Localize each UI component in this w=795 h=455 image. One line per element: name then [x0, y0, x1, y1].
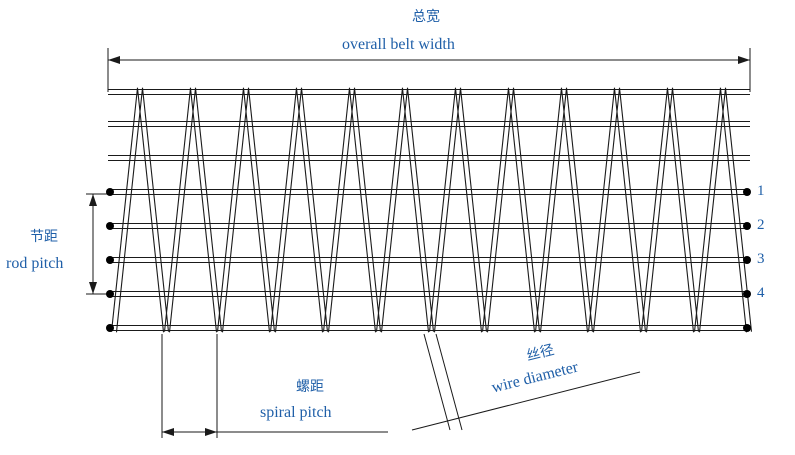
right-rod-end-5 [743, 324, 751, 332]
spiral-wire-up-8 [507, 88, 536, 333]
spiral-wire-up-10 [618, 87, 647, 332]
spiral-wire-down-2 [168, 88, 197, 333]
arrow-spiral-right [205, 428, 217, 436]
row-number-4: 4 [757, 285, 765, 301]
wire-diameter-leader [411, 371, 641, 431]
row-number-1: 1 [757, 183, 765, 199]
wire-diameter-ext-a [423, 333, 451, 431]
arrow-width-right [738, 56, 750, 64]
spiral-wire-down-4 [269, 87, 298, 332]
spiral-wire-up-9 [560, 88, 589, 333]
spiral-wire-down-8 [486, 88, 515, 333]
spiral-wire-up-11 [671, 87, 700, 332]
spiral-wire-down-5 [327, 88, 356, 333]
spiral-wire-down-6 [375, 87, 404, 332]
right-rod-end-4 [743, 290, 751, 298]
spiral-wire-down-1 [115, 88, 144, 333]
left-rod-end-1 [106, 188, 114, 196]
dimension-lines [86, 48, 751, 438]
arrow-pitch-top [89, 194, 97, 206]
spiral-pitch-label-cn: 螺距 [296, 379, 324, 395]
spiral-wire-down-9 [539, 88, 568, 333]
left-rod-end-2 [106, 222, 114, 230]
right-rod-end-1 [743, 188, 751, 196]
spiral-wire-up-2 [194, 87, 223, 332]
spiral-wire-down-7 [433, 88, 462, 333]
spiral-wire-up-2 [189, 88, 218, 333]
rod-pitch-label-cn: 节距 [30, 229, 58, 245]
spiral-wire-up-3 [247, 87, 276, 332]
spiral-wire-down-10 [592, 88, 621, 333]
arrow-pitch-bottom [89, 282, 97, 294]
spiral-wire-down-1 [110, 87, 139, 332]
spiral-wire-down-12 [693, 87, 722, 332]
spiral-wire-up-1 [141, 87, 170, 332]
wire-mesh [108, 87, 753, 333]
spiral-wire-up-8 [512, 87, 541, 332]
rod-ends [106, 188, 751, 332]
left-rod-end-3 [106, 256, 114, 264]
overall-width-label-en: overall belt width [342, 36, 455, 53]
spiral-wire-up-10 [613, 88, 642, 333]
spiral-wire-down-12 [698, 88, 727, 333]
spiral-wire-up-12 [719, 88, 748, 333]
spiral-wire-down-3 [221, 88, 250, 333]
left-rod-end-4 [106, 290, 114, 298]
dimension-arrows [89, 56, 750, 436]
spiral-wire-down-9 [534, 87, 563, 332]
spiral-wire-up-4 [295, 88, 324, 333]
spiral-wire-down-3 [216, 87, 245, 332]
spiral-wire-up-4 [300, 87, 329, 332]
spiral-wire-up-5 [353, 87, 382, 332]
spiral-wire-down-4 [274, 88, 303, 333]
spiral-wire-down-7 [428, 87, 457, 332]
spiral-wire-down-11 [640, 87, 669, 332]
left-rod-end-5 [106, 324, 114, 332]
spiral-wire-down-11 [645, 88, 674, 333]
spiral-wire-down-6 [380, 88, 409, 333]
rod-pitch-label-en: rod pitch [6, 255, 64, 272]
overall-width-label-cn: 总宽 [412, 9, 440, 25]
spiral-wire-up-6 [406, 87, 435, 332]
right-rod-end-2 [743, 222, 751, 230]
spiral-wire-up-6 [401, 88, 430, 333]
spiral-wire-down-8 [481, 87, 510, 332]
wire-diameter-ext-b [435, 333, 463, 431]
spiral-wire-up-5 [348, 88, 377, 333]
spiral-wire-up-7 [459, 87, 488, 332]
spiral-wire-up-11 [666, 88, 695, 333]
spiral-wire-down-2 [163, 87, 192, 332]
spiral-wire-down-5 [322, 87, 351, 332]
spiral-wire-down-10 [587, 87, 616, 332]
spiral-pitch-label-en: spiral pitch [260, 404, 332, 421]
spiral-wire-up-1 [136, 88, 165, 333]
row-number-2: 2 [757, 217, 765, 233]
spiral-wire-up-9 [565, 87, 594, 332]
spiral-wire-up-7 [454, 88, 483, 333]
row-number-3: 3 [757, 251, 765, 267]
arrow-width-left [108, 56, 120, 64]
right-rod-end-3 [743, 256, 751, 264]
spiral-wire-up-3 [242, 88, 271, 333]
arrow-spiral-left [162, 428, 174, 436]
